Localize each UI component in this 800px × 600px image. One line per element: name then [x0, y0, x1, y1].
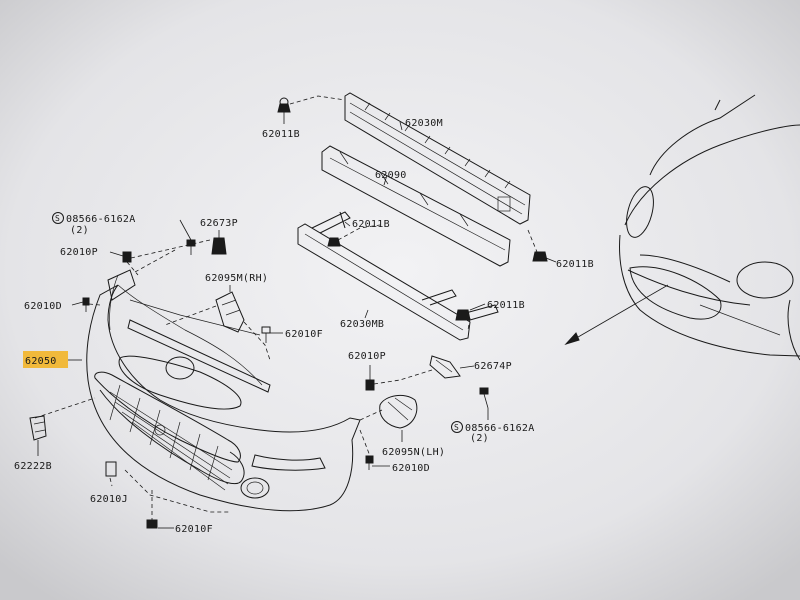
label-62095m-rh: 62095M(RH) — [205, 273, 268, 284]
label-62095n-lh: 62095N(LH) — [382, 447, 445, 458]
label-62010f-lower: 62010F — [175, 524, 213, 535]
label-62011b-lower: 62011B — [487, 300, 525, 311]
label-62010j: 62010J — [90, 494, 128, 505]
symbol-s-top-letter: S — [55, 214, 60, 223]
label-08566-lower-qty: (2) — [470, 433, 489, 444]
label-62673p: 62673P — [200, 218, 238, 229]
bumper-fascia-62050 — [86, 269, 361, 512]
symbol-s-lower — [451, 421, 463, 433]
label-62090: 62090 — [375, 170, 407, 181]
label-62222b: 62222B — [14, 461, 52, 472]
leader-lines — [34, 95, 557, 529]
label-62011b-center: 62011B — [352, 219, 390, 230]
label-08566-lower: 08566-6162A — [465, 423, 535, 434]
bumper-beam-62030mb — [297, 211, 499, 341]
reinforcement-62030m — [344, 92, 531, 225]
symbol-s-top — [52, 212, 64, 224]
label-08566-top: 08566-6162A — [66, 214, 136, 225]
label-62010d-top: 62010D — [24, 301, 62, 312]
symbol-s-lower-letter: S — [454, 423, 459, 432]
label-62030mb: 62030MB — [340, 319, 384, 330]
label-62010d-lower: 62010D — [392, 463, 430, 474]
label-62011b-top: 62011B — [262, 129, 300, 140]
small-parts — [29, 97, 548, 529]
highlight-62050 — [23, 351, 68, 368]
label-62010p-lower: 62010P — [348, 351, 386, 362]
label-62030m: 62030M — [405, 118, 443, 129]
label-62674p: 62674P — [474, 361, 512, 372]
label-62010p-top: 62010P — [60, 247, 98, 258]
label-62010f-top: 62010F — [285, 329, 323, 340]
label-08566-top-qty: (2) — [70, 225, 89, 236]
label-62050: 62050 — [25, 356, 57, 367]
part-labels: 62011B 62030M 62090 S 08566-6162A (2) 62… — [14, 118, 594, 535]
label-62011b-right: 62011B — [556, 259, 594, 270]
absorber-62090 — [321, 145, 511, 267]
vehicle-outline — [564, 94, 800, 361]
